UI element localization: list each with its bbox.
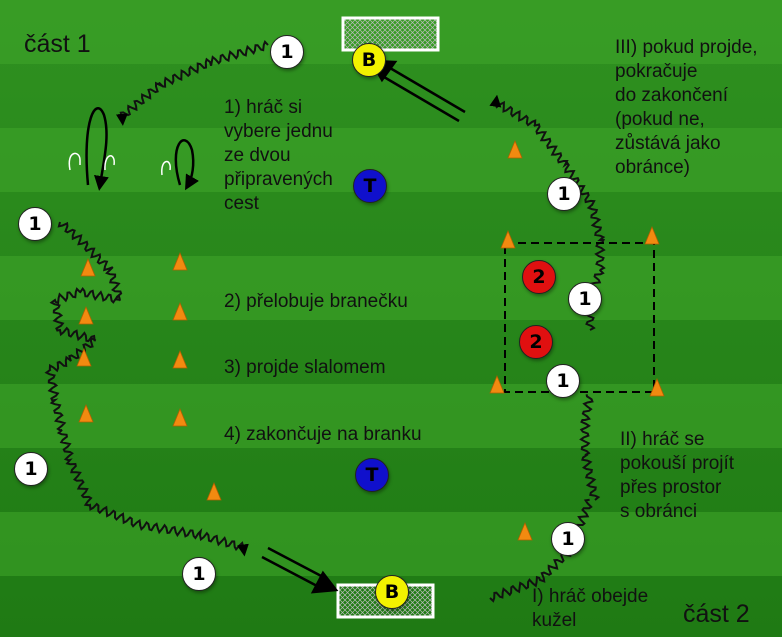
cone-icon (517, 521, 533, 541)
step1-line: připravených (224, 169, 333, 190)
attacker-marker: 1 (546, 364, 580, 398)
part2-step2-line: s obránci (620, 501, 698, 522)
cone-icon (489, 374, 505, 394)
step2-text: 2) přelobuje branečku (224, 291, 408, 312)
grass-stripes (0, 0, 782, 576)
attacker-marker: 1 (547, 177, 581, 211)
step1-line: ze dvou (224, 145, 291, 166)
attacker-marker: 1 (18, 207, 52, 241)
step1-text: 1) hráč si vybere jednu ze dvou připrave… (224, 96, 333, 216)
part2-step2-text: II) hráč se pokouší projít přes prostor … (620, 428, 734, 524)
lob-arrow-icon (68, 152, 171, 176)
dribble-path-icon (489, 498, 593, 603)
part2-step1-line: I) hráč obejde (532, 586, 649, 607)
cone-icon (172, 407, 188, 427)
cone-icon (172, 349, 188, 369)
defense-zone (504, 242, 655, 393)
part2-title: část 2 (683, 600, 750, 628)
dribble-path-icon (115, 39, 269, 126)
cone-icon (76, 347, 92, 367)
attacker-marker: 1 (270, 35, 304, 69)
step1-line: cest (224, 193, 259, 214)
dribble-path-icon (579, 394, 601, 501)
cone-icon (649, 377, 665, 397)
attacker-marker: 1 (551, 522, 585, 556)
attacker-marker: 1 (568, 282, 602, 316)
cone-icon (172, 251, 188, 271)
defender-marker: 2 (522, 260, 556, 294)
part2-step1-text: I) hráč obejde kužel (532, 585, 648, 633)
cone-icon (644, 225, 660, 245)
grass-stripe (0, 512, 782, 576)
grass-stripe (0, 128, 782, 192)
defender-marker: 2 (519, 325, 553, 359)
part2-step3-text: III) pokud projde, pokračuje do zakončen… (615, 36, 758, 180)
goalkeeper-marker: B (375, 575, 409, 609)
cone-icon (78, 305, 94, 325)
part2-step3-line: do zakončení (615, 85, 729, 106)
attacker-marker: 1 (182, 557, 216, 591)
cone-icon (80, 257, 96, 277)
step4-text: 4) zakončuje na branku (224, 424, 422, 445)
cone-icon (78, 403, 94, 423)
part1-title: část 1 (24, 30, 91, 58)
step3-text: 3) projde slalomem (224, 357, 386, 378)
part2-step3-line: zůstává jako (615, 133, 721, 154)
part2-step3-line: obránce) (615, 157, 690, 178)
cone-icon (507, 139, 523, 159)
goal-icon (341, 16, 440, 52)
cone-icon (172, 301, 188, 321)
part2-step3-line: (pokud ne, (615, 109, 705, 130)
step1-line: 1) hráč si (224, 97, 303, 118)
coach-marker: T (353, 169, 387, 203)
part2-step2-line: II) hráč se (620, 429, 705, 450)
cone-icon (206, 481, 222, 501)
part2-step3-line: III) pokud projde, (615, 37, 758, 58)
cones (76, 139, 665, 541)
part2-step2-line: přes prostor (620, 477, 722, 498)
step1-line: vybere jednu (224, 121, 333, 142)
goalkeeper-marker: B (352, 43, 386, 77)
part2-step3-line: pokračuje (615, 61, 698, 82)
part2-step2-line: pokouší projít (620, 453, 735, 474)
part2-step1-line: kužel (532, 610, 577, 631)
coach-marker: T (355, 458, 389, 492)
cone-icon (500, 229, 516, 249)
dribble-path-icon (44, 221, 249, 557)
attacker-marker: 1 (14, 452, 48, 486)
grass-stripe (0, 256, 782, 320)
lob-arrow-icon (85, 107, 199, 191)
